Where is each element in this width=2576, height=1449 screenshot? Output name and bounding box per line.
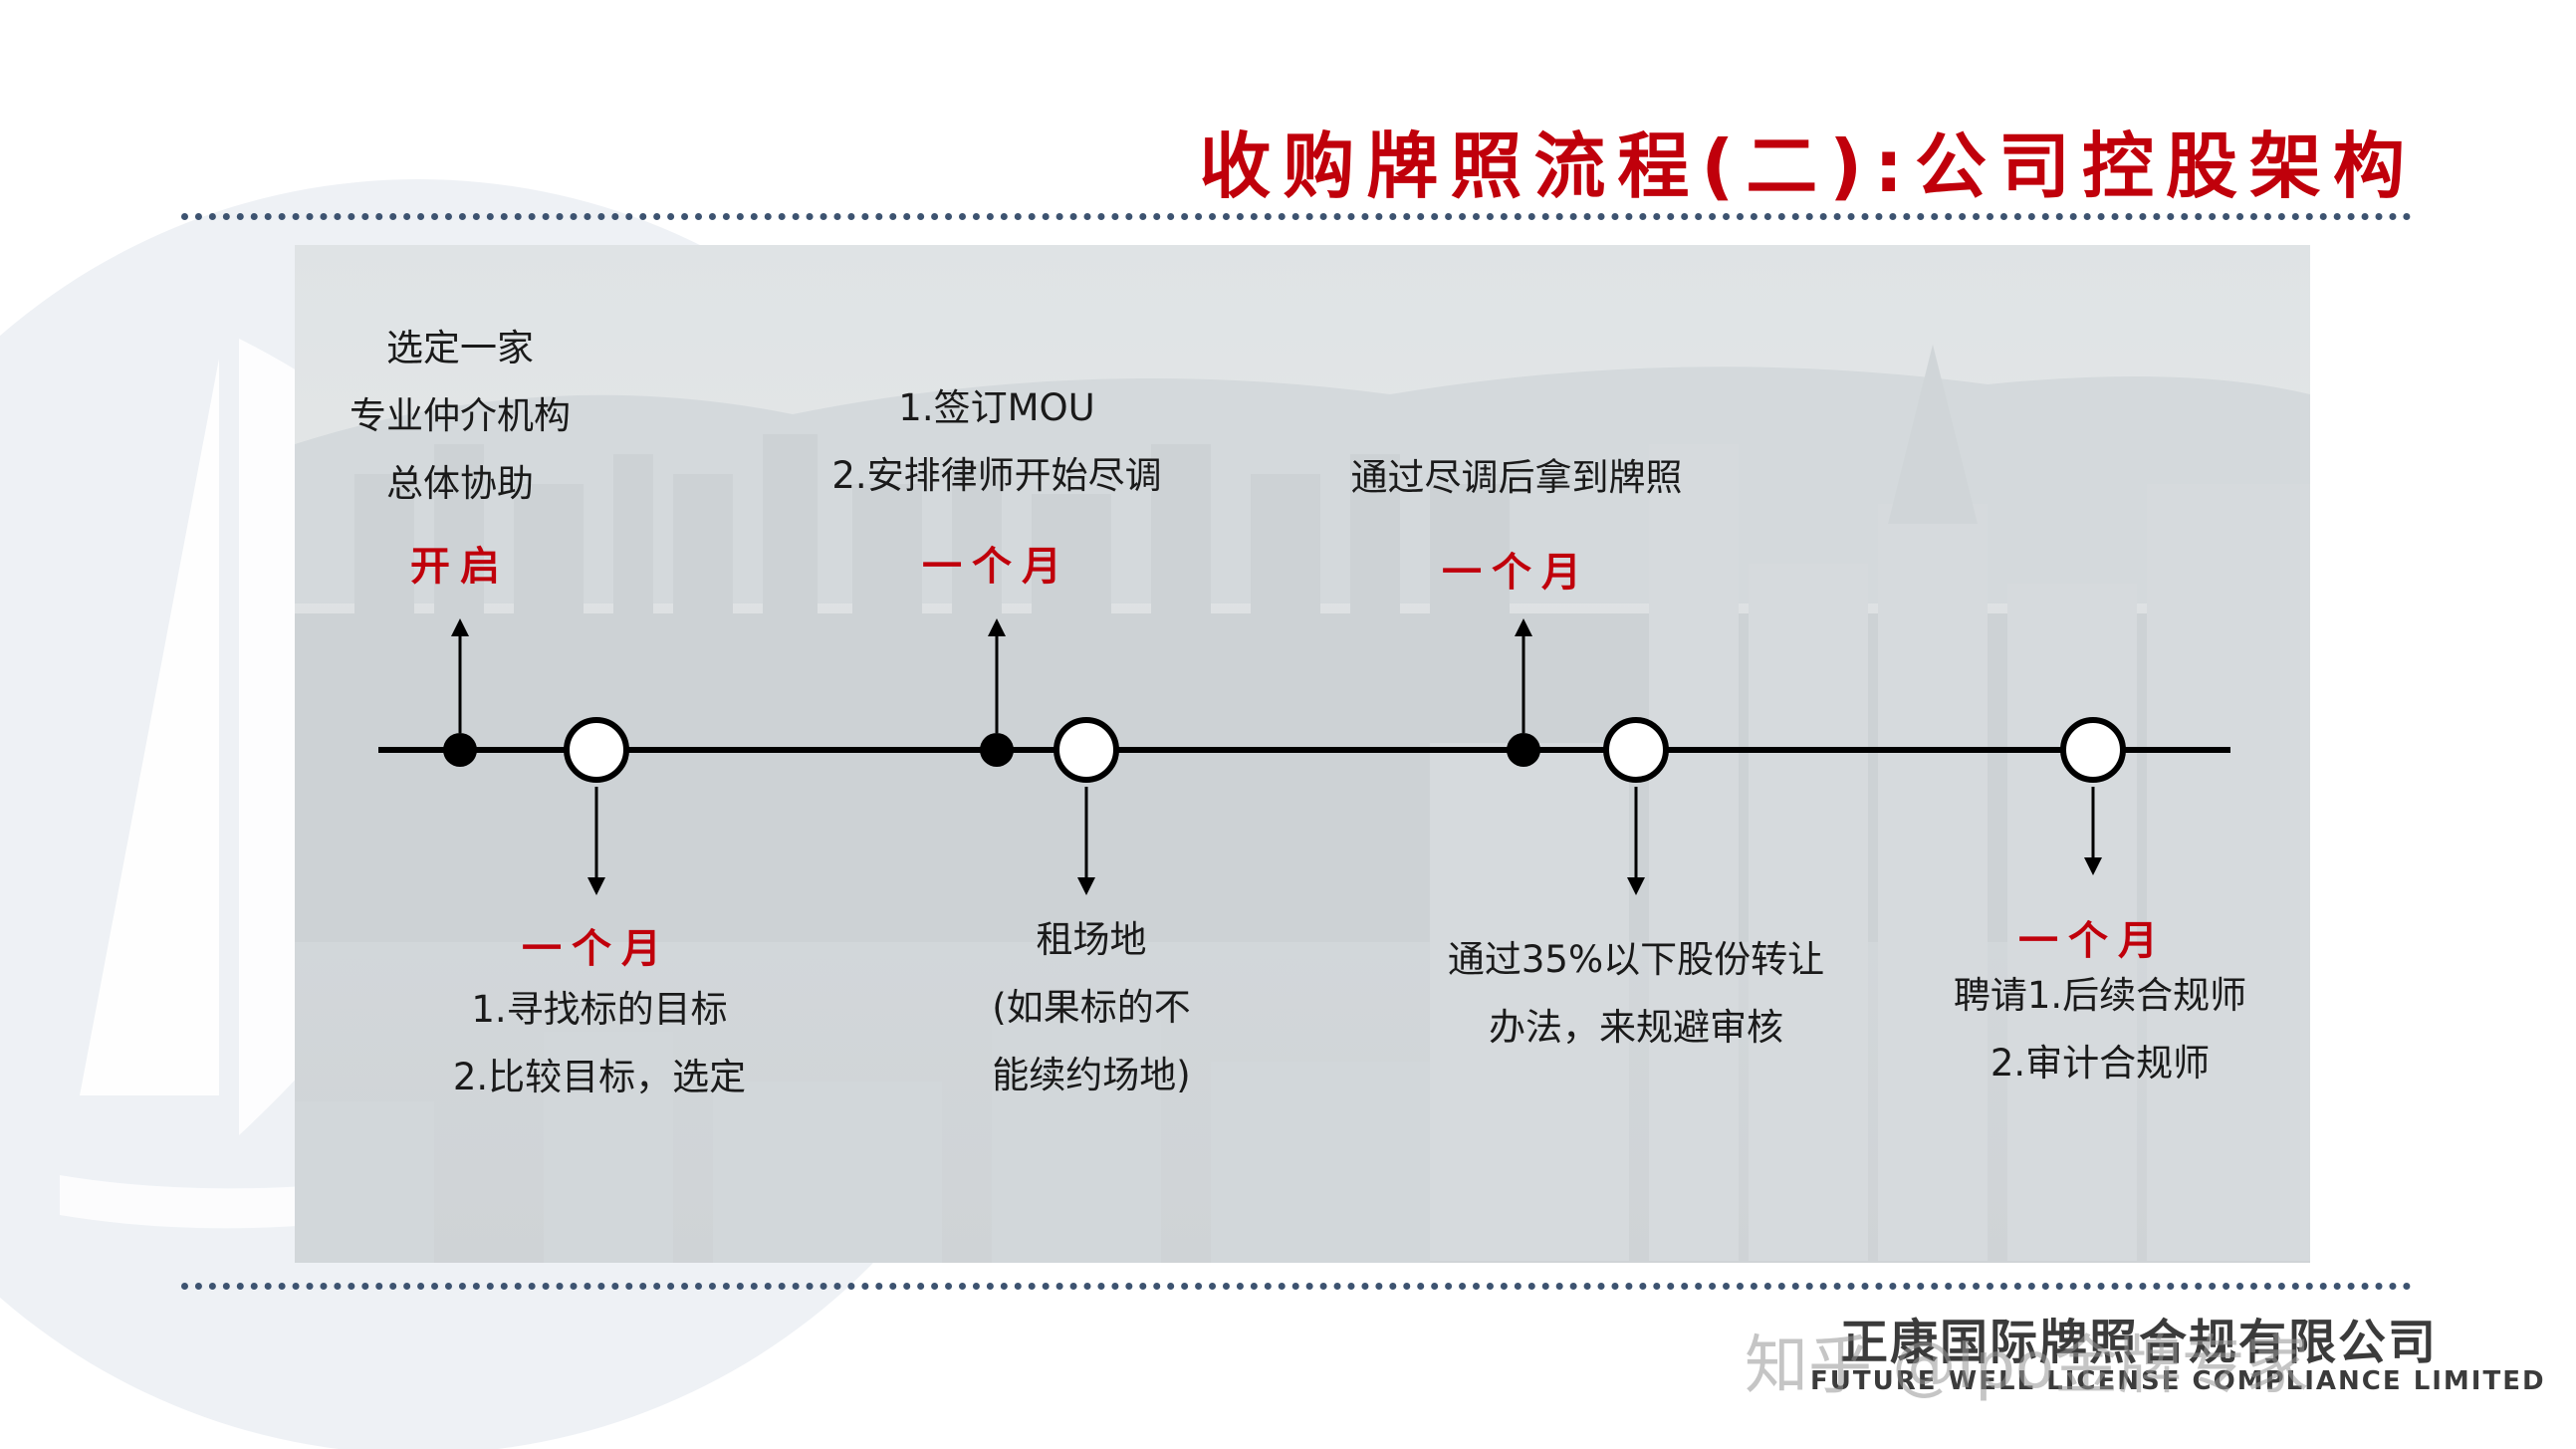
company-name-en: FUTURE WELL LICENSE COMPLIANCE LIMITED	[1810, 1366, 2546, 1396]
text-line: 能续约场地)	[992, 1054, 1191, 1096]
milestone-top-1-text: 选定一家 专业仲介机构 总体协助	[350, 315, 571, 518]
text-line: 聘请1.后续合规师	[1953, 974, 2247, 1017]
top-divider	[181, 213, 2412, 220]
text-line: 租场地	[1036, 918, 1147, 961]
milestone-dot	[1507, 618, 1540, 767]
text-line: 办法，来规避审核	[1489, 1006, 1783, 1049]
text-line: 选定一家	[386, 327, 534, 369]
text-line: (如果标的不	[992, 986, 1191, 1029]
milestone-bottom-1-tag: 一个月	[522, 926, 671, 972]
page-title: 收购牌照流程(二):公司控股架构	[1199, 124, 2417, 208]
source-watermark: 知乎 @Ipo金牌专家	[1745, 1329, 2309, 1403]
milestone-top-1-tag: 开启	[410, 544, 510, 590]
text-line: 1.签订MOU	[898, 386, 1095, 429]
milestone-dot	[443, 618, 477, 767]
text-line: 2.比较目标，选定	[452, 1056, 747, 1098]
milestone-ring	[1603, 717, 1669, 895]
company-name-cn: 正康国际牌照合规有限公司	[1840, 1315, 2439, 1370]
milestone-bottom-3-text: 通过35%以下股份转让 办法，来规避审核	[1448, 926, 1824, 1062]
milestone-bottom-4-text: 聘请1.后续合规师 2.审计合规师	[1954, 962, 2246, 1097]
text-line: 2.安排律师开始尽调	[831, 454, 1162, 497]
milestone-bottom-1-text: 1.寻找标的目标 2.比较目标，选定	[453, 976, 746, 1111]
milestone-top-2-text: 1.签订MOU 2.安排律师开始尽调	[831, 374, 1161, 510]
text-line: 通过尽调后拿到牌照	[1350, 456, 1683, 499]
text-line: 通过35%以下股份转让	[1447, 938, 1825, 981]
skyline-graphic	[295, 345, 2310, 1263]
milestone-top-2-tag: 一个月	[922, 544, 1071, 590]
background-photo	[295, 245, 2310, 1263]
milestone-top-3-tag: 一个月	[1442, 550, 1591, 596]
milestone-ring	[564, 717, 629, 895]
text-line: 专业仲介机构	[350, 394, 571, 437]
milestone-bottom-4-tag: 一个月	[2018, 918, 2168, 964]
text-line: 总体协助	[386, 462, 534, 505]
milestone-ring	[1054, 717, 1119, 895]
milestone-top-3-text: 通过尽调后拿到牌照	[1351, 444, 1683, 512]
text-line: 2.审计合规师	[1990, 1042, 2211, 1085]
milestone-ring	[2060, 717, 2126, 875]
text-line: 1.寻找标的目标	[471, 988, 728, 1031]
milestone-dot	[980, 618, 1014, 767]
milestone-bottom-2-text: 租场地 (如果标的不 能续约场地)	[992, 906, 1190, 1109]
bottom-divider	[181, 1283, 2412, 1290]
